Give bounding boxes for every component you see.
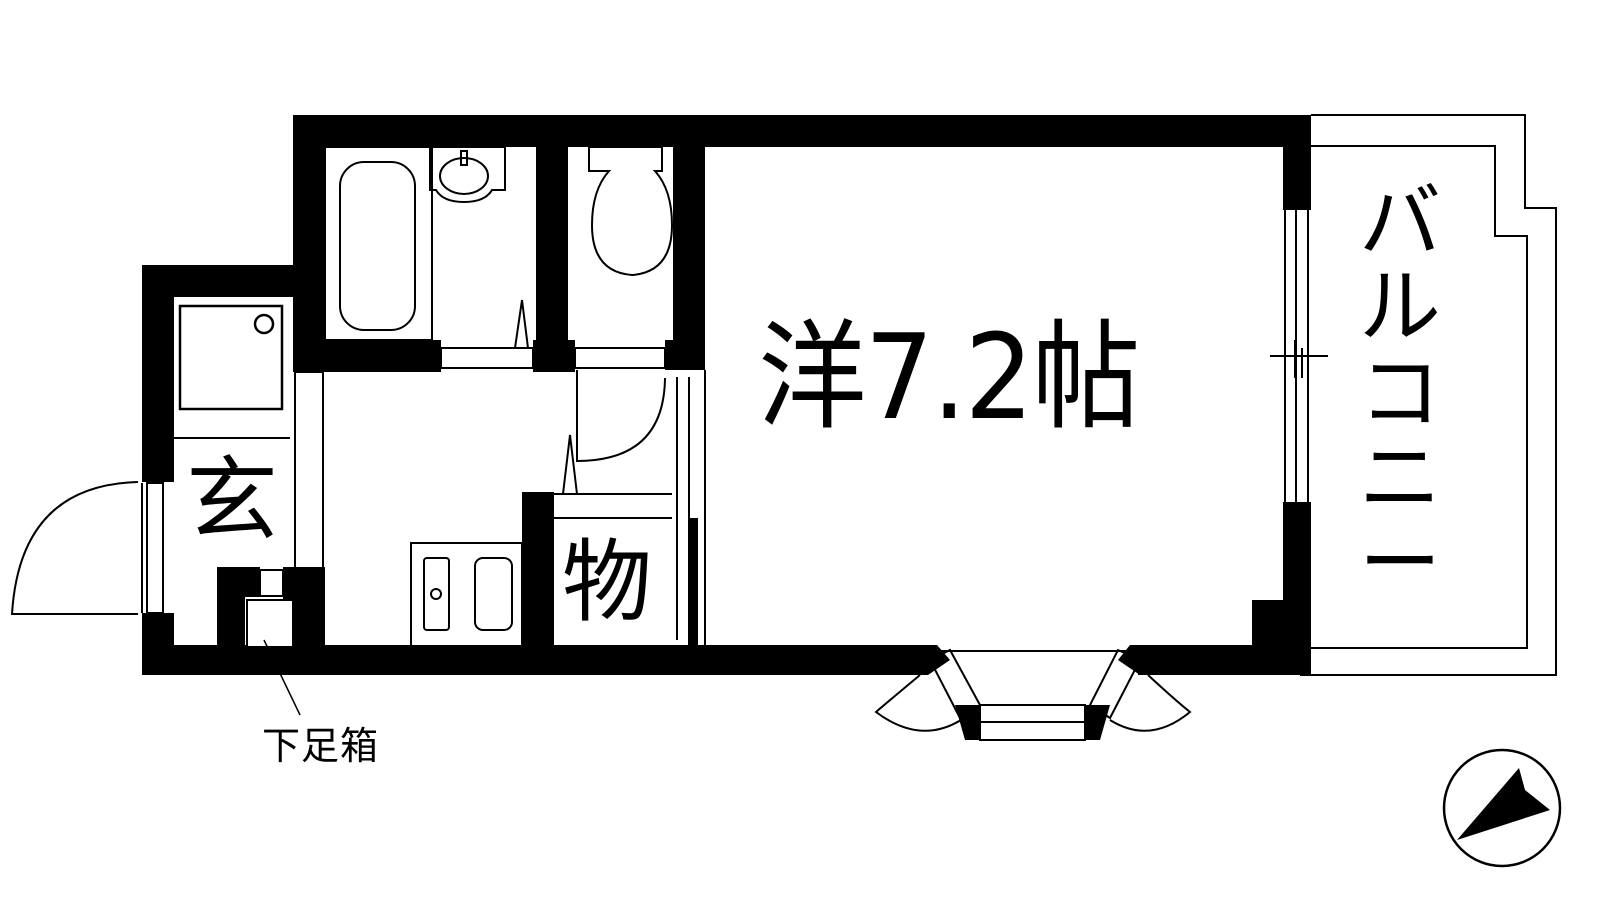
balcony-char: ル xyxy=(1358,260,1441,356)
bathtub xyxy=(339,161,416,331)
balcony-inner xyxy=(1311,145,1528,649)
balcony-char: ニ xyxy=(1358,430,1441,526)
balcony-label: バ ル コ ニ ー xyxy=(1350,175,1450,612)
kitchen-counter xyxy=(410,542,523,647)
balcony-char: バ xyxy=(1358,175,1441,270)
north-arrow-icon xyxy=(1442,748,1562,868)
toilet xyxy=(588,146,674,277)
washbasin xyxy=(429,146,506,204)
entrance-label: 玄 xyxy=(186,447,279,554)
fixtures xyxy=(10,114,1557,741)
balcony-char: コ xyxy=(1358,345,1441,441)
walls xyxy=(142,115,1311,740)
storage-label: 物 xyxy=(562,530,652,635)
balcony-char: ー xyxy=(1358,516,1441,612)
washing-machine-pan xyxy=(178,304,284,411)
entrance-door xyxy=(10,481,139,615)
balcony-outer xyxy=(1300,114,1557,676)
shoe-cabinet-label: 下足箱 xyxy=(262,724,380,768)
western-room-label: 洋7.2帖 xyxy=(758,308,1140,446)
